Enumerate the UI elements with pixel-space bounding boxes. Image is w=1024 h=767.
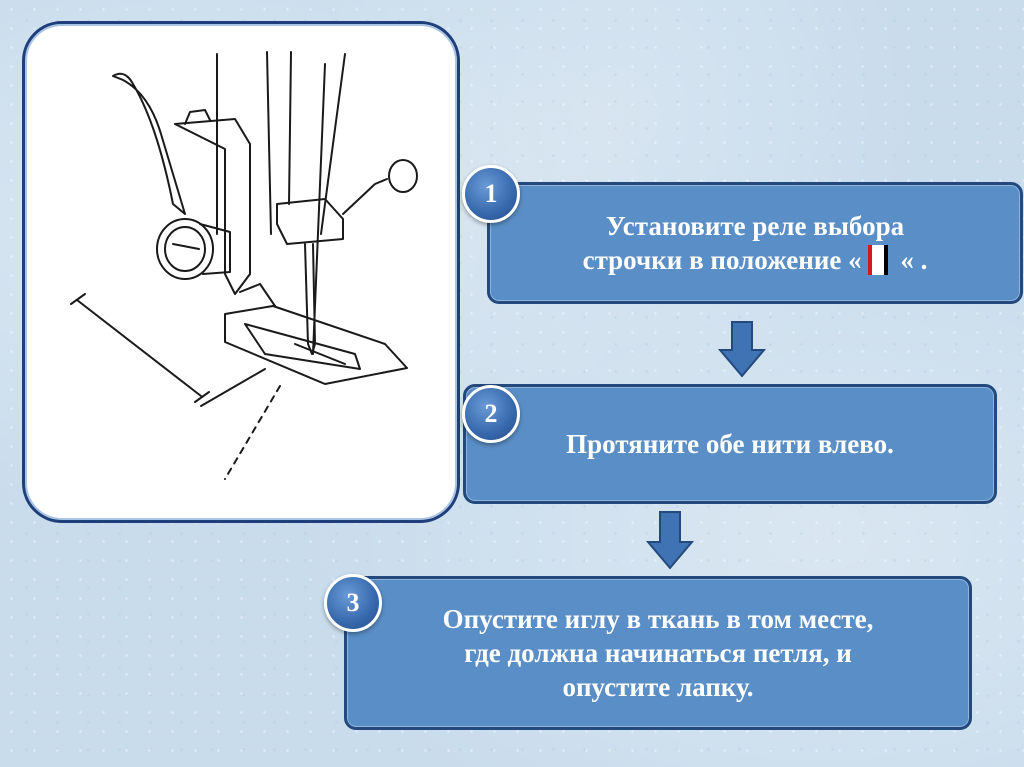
step-1-badge: 1 xyxy=(462,165,520,223)
step-1-box: Установите реле выбора строчки в положен… xyxy=(487,182,1023,304)
step-1-line-2-start: строчки в положение « xyxy=(582,245,862,275)
arrow-down-icon xyxy=(718,321,766,378)
step-3-line-2: где должна начинаться петля, и xyxy=(464,638,852,668)
step-2-box: Протяните обе нити влево. xyxy=(463,384,997,504)
arrow-down-icon xyxy=(646,511,694,570)
stitch-selector-icon xyxy=(867,245,888,275)
step-1-line-1: Установите реле выбора xyxy=(605,211,905,241)
step-2-badge: 2 xyxy=(462,385,520,443)
step-3-line-1: Опустите иглу в ткань в том месте, xyxy=(442,604,874,634)
step-1-line-2-end: « . xyxy=(893,245,928,275)
step-3-box: Опустите иглу в ткань в том месте, где д… xyxy=(344,576,972,730)
step-3-line-3: опустите лапку. xyxy=(562,672,754,702)
sewing-foot-illustration xyxy=(22,21,460,523)
step-3-badge: 3 xyxy=(324,574,382,632)
step-2-text: Протяните обе нити влево. xyxy=(566,429,894,459)
presser-foot-drawing xyxy=(70,51,418,480)
